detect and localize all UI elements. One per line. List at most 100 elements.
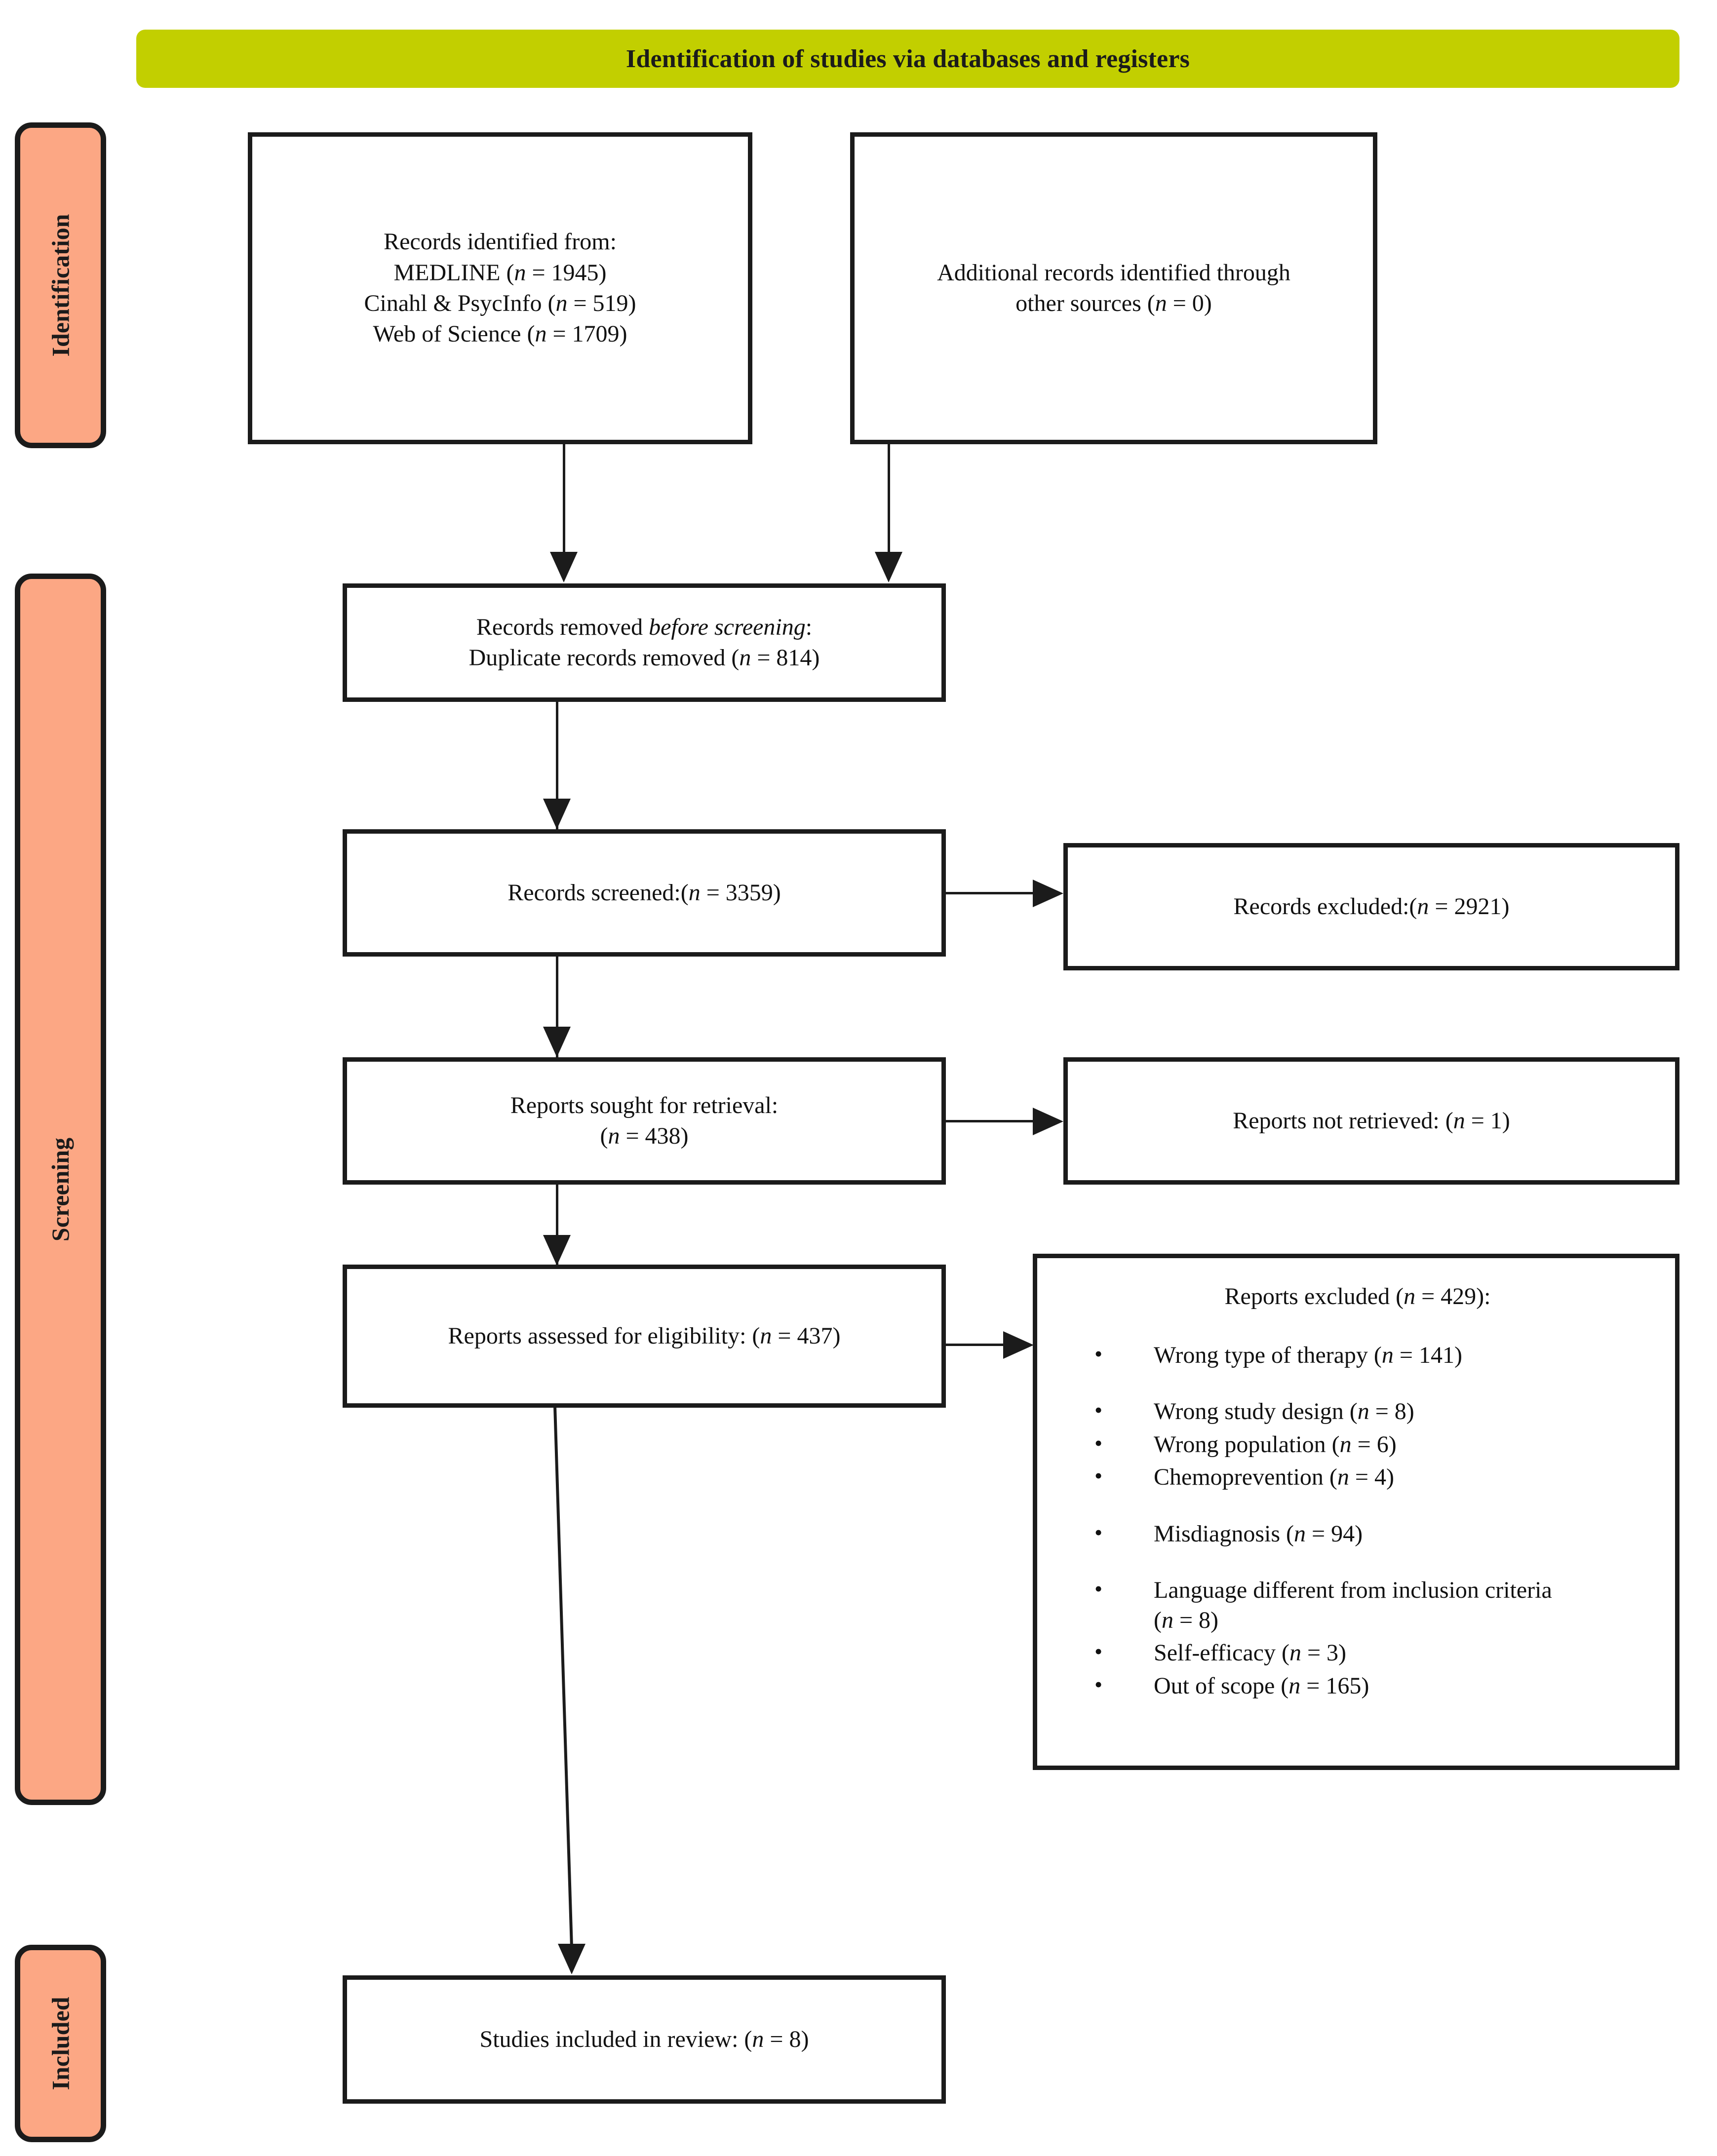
exclusion-value: = 4) [1349, 1464, 1394, 1491]
box-reports-assessed-text: Reports assessed for eligibility: (n = 4… [448, 1321, 841, 1351]
list-item: Out of scope (n = 165) [1049, 1670, 1666, 1701]
arrowhead-removed-to-screened [543, 799, 571, 829]
reports-not-retrieved-label: Reports not retrieved: ( [1233, 1107, 1453, 1134]
stage-tab-screening: Screening [15, 574, 106, 1805]
connector-removed-to-screened [556, 702, 558, 830]
box-records-screened-text: Records screened:(n = 3359) [507, 878, 781, 908]
box-studies-included-text: Studies included in review: (n = 8) [480, 2024, 809, 2055]
n-symbol: n [1381, 1342, 1394, 1368]
reports-not-retrieved-value: = 1) [1465, 1107, 1510, 1134]
n-symbol: n [1155, 290, 1167, 316]
n-symbol: n [1294, 1520, 1306, 1547]
exclusion-value: = 165) [1300, 1672, 1369, 1699]
box-reports-not-retrieved-text: Reports not retrieved: (n = 1) [1233, 1106, 1510, 1136]
reports-excluded-list: Wrong type of therapy (n = 141) Wrong st… [1049, 1340, 1666, 1701]
exclusion-wrap-label: ( [1154, 1607, 1162, 1633]
banner-title: Identification of studies via databases … [625, 44, 1190, 73]
arrowhead-sought-to-assessed [543, 1235, 571, 1266]
box-reports-not-retrieved: Reports not retrieved: (n = 1) [1063, 1057, 1679, 1185]
reports-excluded-title-value: = 429): [1415, 1283, 1491, 1309]
records-excluded-label: Records excluded:( [1233, 893, 1417, 920]
connector-screened-to-excluded [946, 892, 1034, 894]
n-symbol: n [1453, 1107, 1465, 1134]
records-identified-line1: Records identified from: [384, 229, 617, 255]
duplicate-records-value: = 814) [751, 645, 820, 671]
box-records-screened: Records screened:(n = 3359) [343, 829, 946, 957]
box-records-identified: Records identified from: MEDLINE (n = 19… [248, 132, 752, 444]
arrowhead-sought-to-not-retrieved [1033, 1108, 1063, 1135]
n-symbol: n [1161, 1607, 1173, 1633]
arrowhead-assessed-to-reports-excluded [1003, 1331, 1034, 1359]
box-additional-records-text: Additional records identified through ot… [937, 258, 1290, 319]
connector-sought-to-assessed [556, 1185, 558, 1265]
n-symbol: n [535, 321, 547, 347]
exclusion-value: = 3) [1301, 1640, 1347, 1666]
studies-included-label: Studies included in review: ( [479, 2026, 752, 2052]
box-records-removed-text: Records removed before screening: Duplic… [469, 612, 820, 674]
additional-records-value: = 0) [1167, 290, 1212, 316]
exclusion-value: = 8) [1369, 1398, 1414, 1425]
duplicate-records-label: Duplicate records removed ( [468, 645, 740, 671]
reports-excluded-title: Reports excluded (n = 429): [1049, 1283, 1666, 1310]
reports-sought-label: ( [600, 1123, 608, 1149]
records-identified-medline-label: MEDLINE ( [393, 259, 514, 286]
exclusion-label: Misdiagnosis ( [1154, 1520, 1294, 1547]
stage-tab-included: Included [15, 1945, 106, 2142]
records-identified-wos-value: = 1709) [546, 321, 627, 347]
reports-assessed-label: Reports assessed for eligibility: ( [448, 1322, 760, 1349]
exclusion-label: Wrong type of therapy ( [1154, 1342, 1382, 1368]
box-reports-sought: Reports sought for retrieval: (n = 438) [343, 1057, 946, 1185]
n-symbol: n [1357, 1398, 1369, 1425]
list-item: Self-efficacy (n = 3) [1049, 1637, 1666, 1668]
arrowhead-screened-to-sought [543, 1027, 571, 1057]
box-records-removed: Records removed before screening: Duplic… [343, 583, 946, 702]
stage-tab-included-label: Included [46, 1997, 75, 2090]
records-identified-wos-label: Web of Science ( [373, 321, 535, 347]
arrowhead-screened-to-excluded [1033, 880, 1063, 907]
n-symbol: n [1404, 1283, 1416, 1309]
n-symbol: n [1288, 1672, 1301, 1699]
studies-included-value: = 8) [764, 2026, 809, 2052]
box-additional-records: Additional records identified through ot… [850, 132, 1377, 444]
exclusion-label: Language different from inclusion criter… [1154, 1577, 1552, 1604]
records-identified-cinahl-value: = 519) [567, 290, 636, 316]
connector-identified-to-removed [563, 444, 565, 574]
records-excluded-value: = 2921) [1429, 893, 1510, 920]
connector-additional-to-removed [888, 444, 890, 574]
list-item: Wrong type of therapy (n = 141) [1049, 1340, 1666, 1370]
box-reports-excluded-detail: Reports excluded (n = 429): Wrong type o… [1033, 1254, 1679, 1770]
connector-sought-to-not-retrieved [946, 1120, 1034, 1122]
exclusion-label: Chemoprevention ( [1154, 1464, 1337, 1491]
box-studies-included: Studies included in review: (n = 8) [343, 1975, 946, 2104]
records-removed-colon: : [805, 614, 813, 640]
connector-screened-to-sought [556, 957, 558, 1057]
reports-excluded-title-label: Reports excluded ( [1224, 1283, 1404, 1309]
connector-assessed-to-included [553, 1406, 585, 1974]
n-symbol: n [752, 2026, 764, 2052]
records-removed-prefix: Records removed [476, 614, 649, 640]
reports-assessed-value: = 437) [772, 1322, 841, 1349]
diagram-header-banner: Identification of studies via databases … [136, 30, 1679, 88]
n-symbol: n [1417, 893, 1429, 920]
list-item: Misdiagnosis (n = 94) [1049, 1518, 1666, 1549]
n-symbol: n [608, 1123, 620, 1149]
list-item: Language different from inclusion criter… [1049, 1575, 1666, 1635]
exclusion-value: = 6) [1351, 1431, 1397, 1458]
n-symbol: n [688, 879, 701, 906]
records-identified-medline-value: = 1945) [526, 259, 607, 286]
records-screened-value: = 3359) [700, 879, 781, 906]
records-screened-label: Records screened:( [507, 879, 689, 906]
records-identified-cinahl-label: Cinahl & PsycInfo ( [364, 290, 556, 316]
n-symbol: n [1289, 1640, 1301, 1666]
stage-tab-screening-label: Screening [46, 1137, 75, 1241]
n-symbol: n [514, 259, 526, 286]
arrowhead-identified-to-removed [550, 552, 578, 582]
exclusion-value: = 141) [1393, 1342, 1462, 1368]
exclusion-wrap-value: = 8) [1173, 1607, 1219, 1633]
additional-records-label: other sources ( [1015, 290, 1155, 316]
stage-tab-identification: Identification [15, 122, 106, 448]
arrowhead-additional-to-removed [875, 552, 902, 582]
additional-records-line1: Additional records identified through [937, 259, 1290, 286]
n-symbol: n [555, 290, 568, 316]
